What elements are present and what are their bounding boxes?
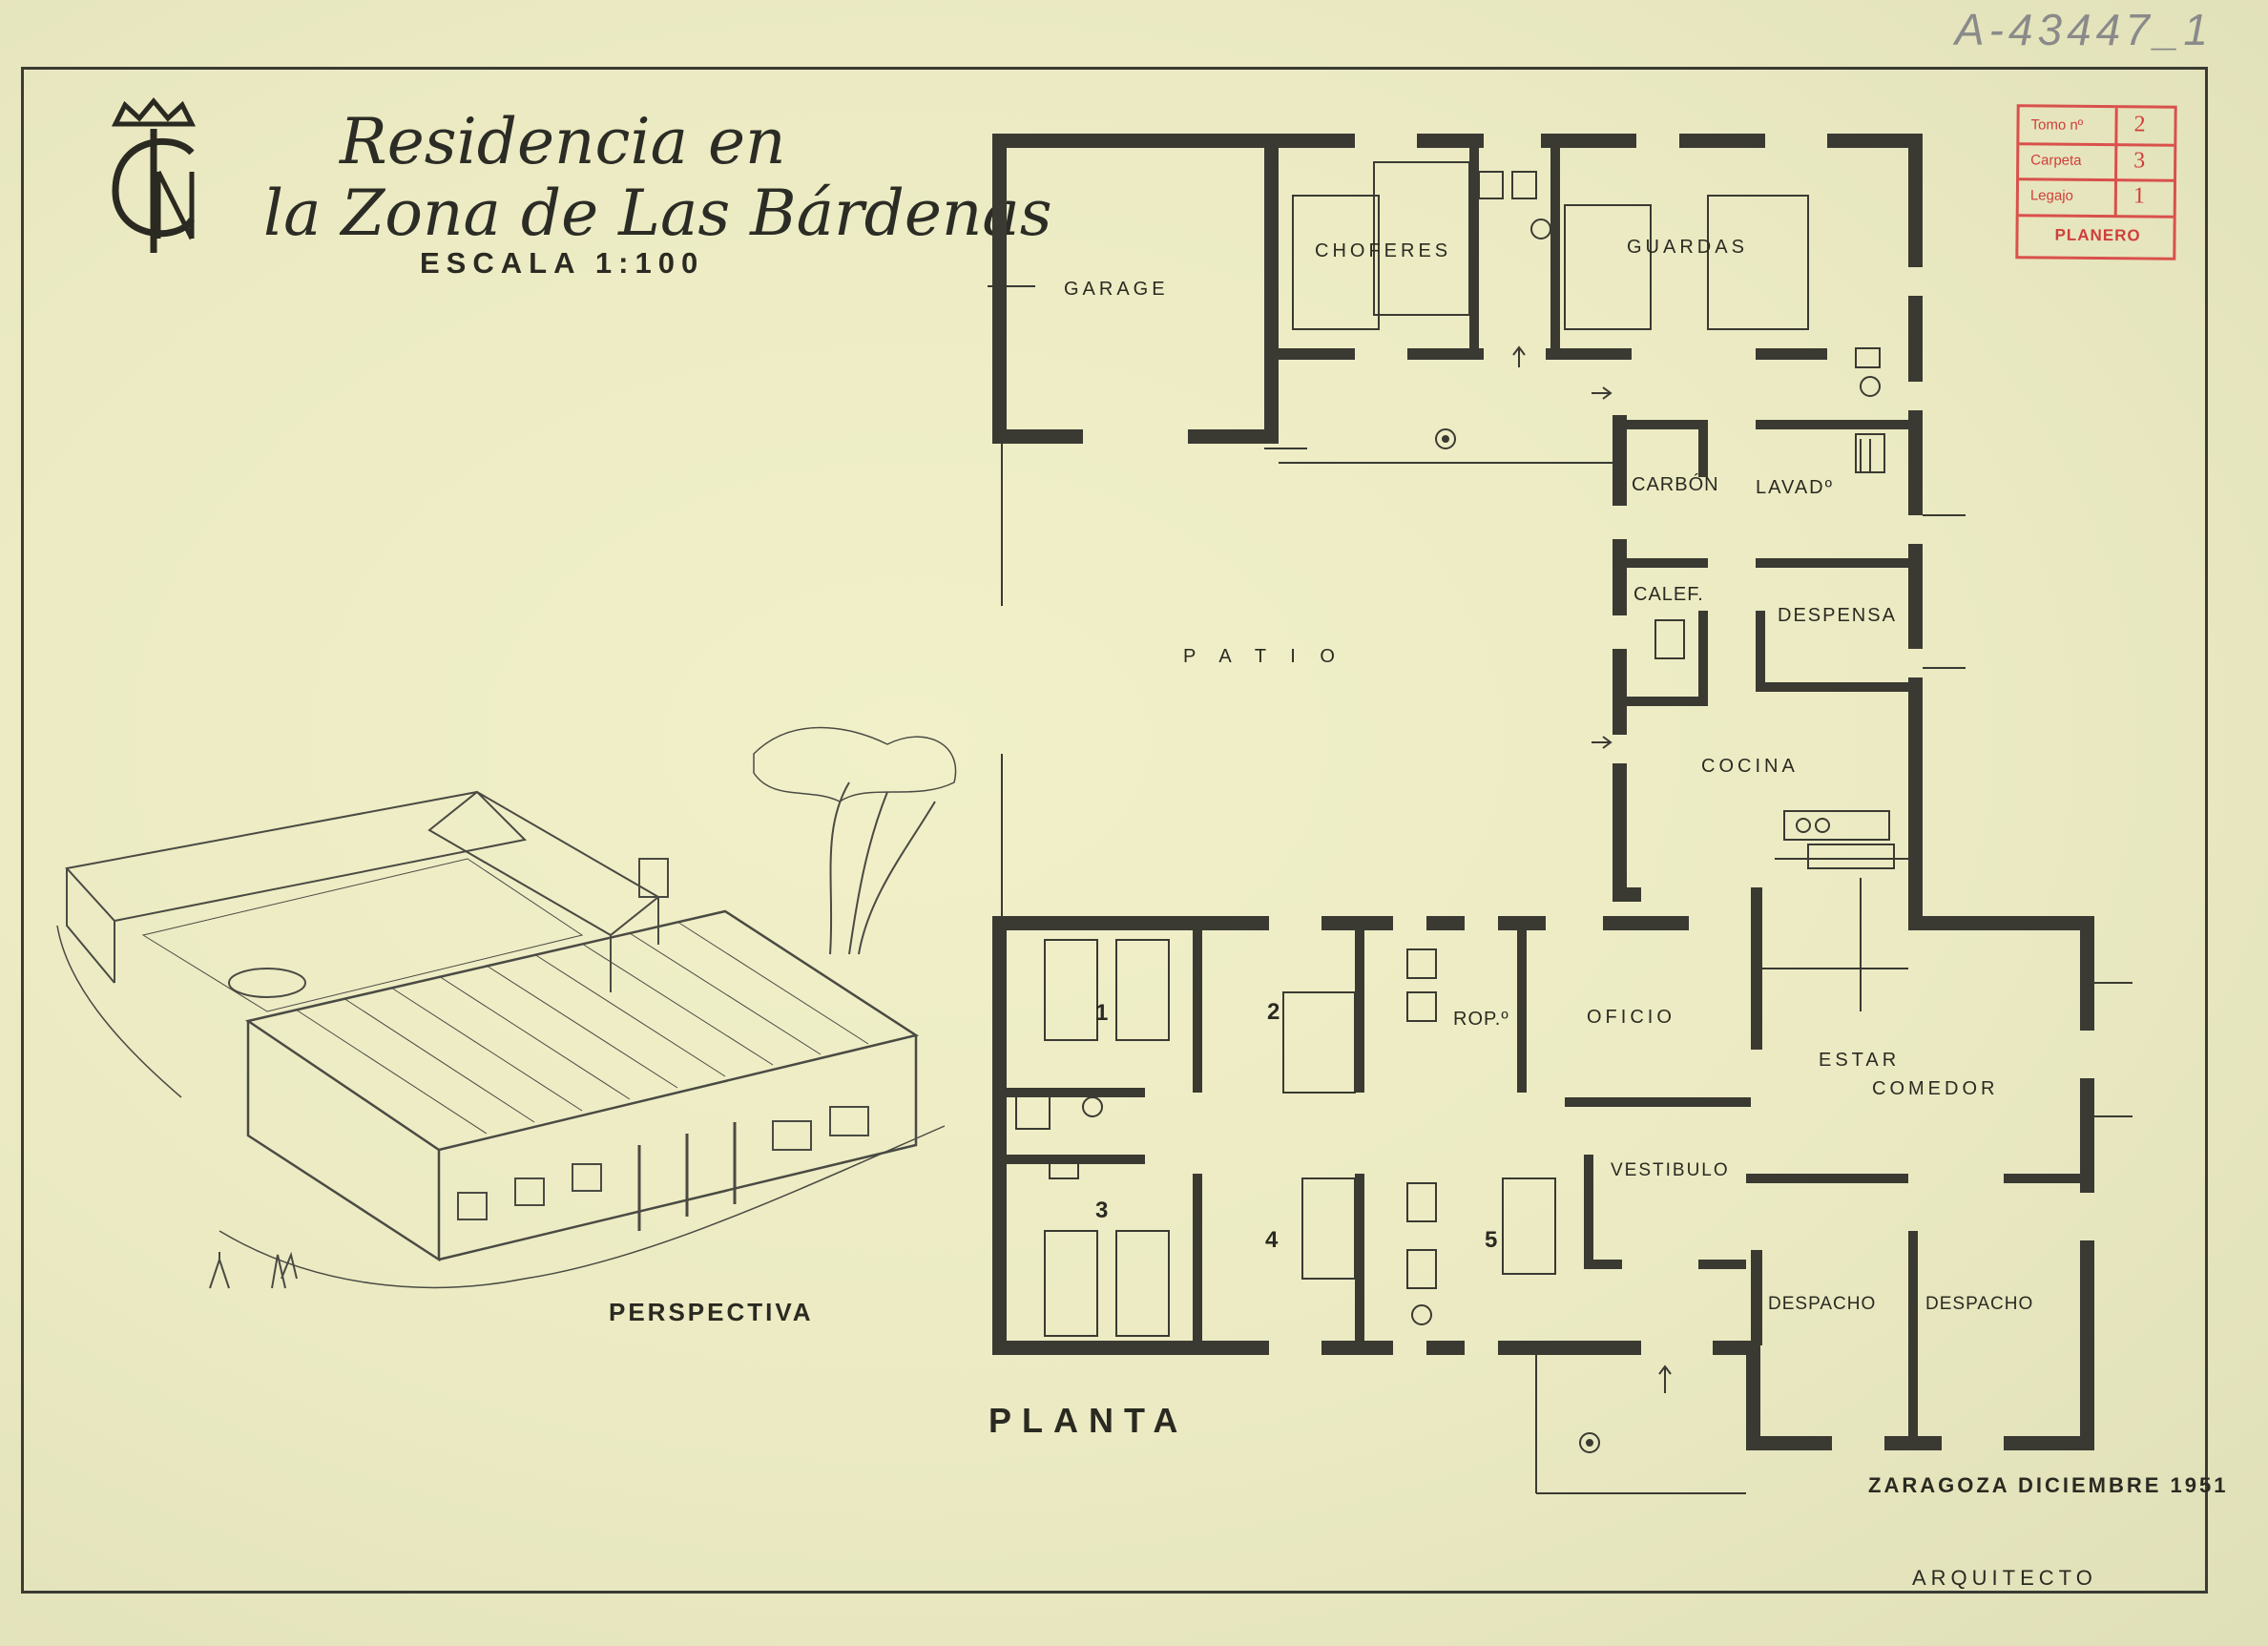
room-label-despacho-1: DESPACHO <box>1768 1294 1877 1314</box>
archive-reference: A-43447_1 <box>1954 5 2213 54</box>
perspective-sketch <box>56 726 957 1289</box>
room-label-oficio: OFICIO <box>1587 1007 1675 1028</box>
plan-label: PLANTA <box>988 1401 1189 1440</box>
room-label-garage: GARAGE <box>1064 279 1169 300</box>
room-label-carbon: CARBÓN <box>1632 474 1719 495</box>
room-number-5: 5 <box>1485 1227 1498 1253</box>
room-number-4: 4 <box>1265 1227 1279 1253</box>
room-label-ropero: ROP.º <box>1453 1009 1509 1030</box>
room-label-estar: ESTAR <box>1819 1050 1901 1071</box>
title-line-1: Residencia en <box>340 105 786 178</box>
room-label-lavadero: LAVADº <box>1756 477 1834 498</box>
title-line-2: la Zona de Las Bárdenas <box>263 177 1052 250</box>
room-label-cocina: COCINA <box>1701 756 1799 777</box>
perspective-label: PERSPECTIVA <box>609 1298 814 1326</box>
room-number-1: 1 <box>1095 1000 1109 1026</box>
room-label-despensa: DESPENSA <box>1778 605 1897 626</box>
room-label-despacho-2: DESPACHO <box>1925 1294 2034 1314</box>
room-label-comedor: COMEDOR <box>1872 1078 1999 1099</box>
room-number-2: 2 <box>1267 999 1280 1025</box>
monogram-logo <box>111 97 197 253</box>
sheet-border <box>21 67 2208 1594</box>
architect-label: ARQUITECTO <box>1912 1566 2097 1590</box>
room-label-patio: P A T I O <box>1183 646 1344 667</box>
room-label-calef: CALEF. <box>1633 584 1704 605</box>
scale-label: ESCALA 1:100 <box>420 246 705 280</box>
room-label-guardas: GUARDAS <box>1627 237 1748 258</box>
room-label-choferes: CHOFERES <box>1315 240 1452 261</box>
room-number-3: 3 <box>1095 1198 1109 1223</box>
room-label-vestibulo: VESTIBULO <box>1611 1160 1730 1180</box>
date-label: ZARAGOZA DICIEMBRE 1951 <box>1868 1473 2229 1497</box>
